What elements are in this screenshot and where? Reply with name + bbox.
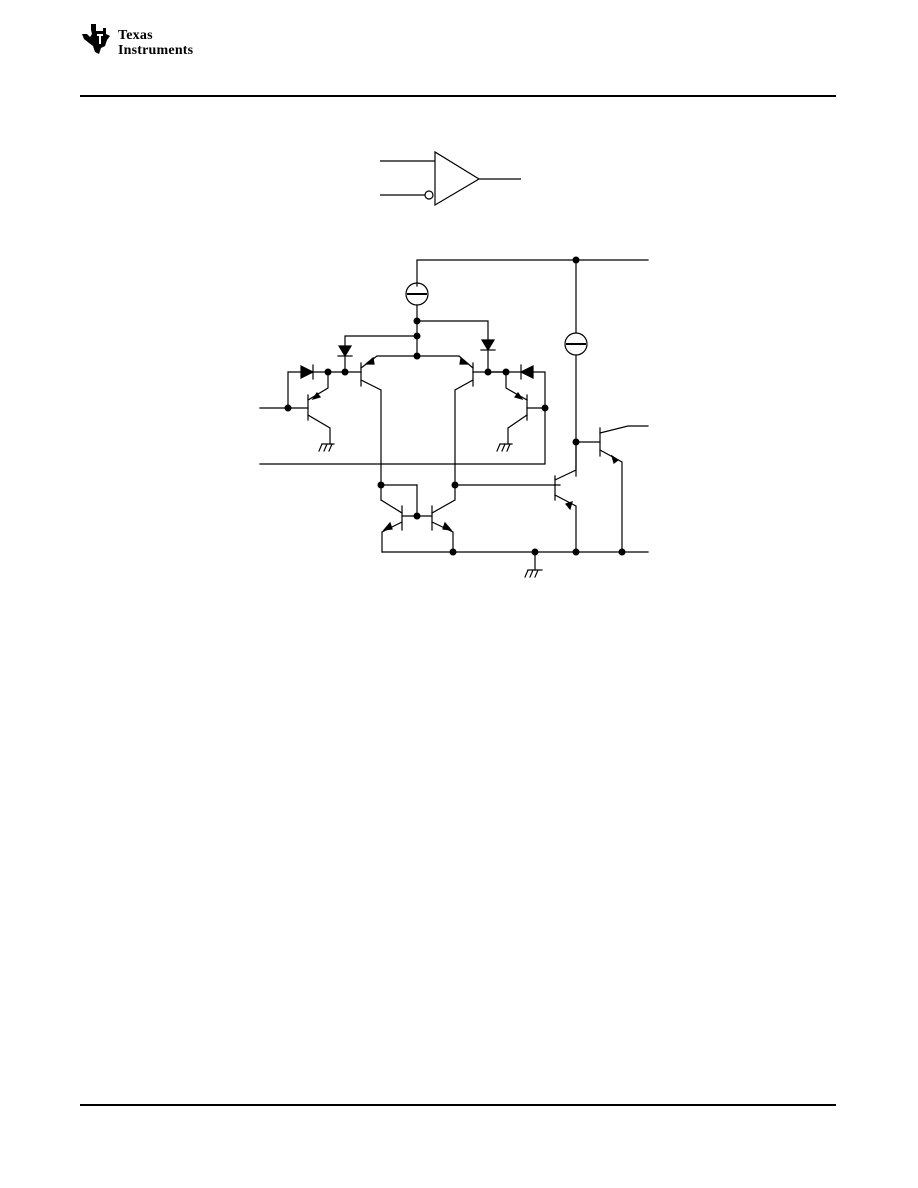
ground-rail (381, 551, 649, 578)
junction-dots (284, 256, 626, 556)
diff-pair-right-transistor (416, 355, 507, 486)
output-transistor (575, 425, 649, 553)
comparator-triangle (434, 150, 481, 207)
current-mirror (380, 484, 561, 553)
logo-wordmark: Texas Instruments (118, 28, 193, 58)
current-source-1 (405, 282, 429, 357)
comparator-symbol (380, 150, 521, 207)
footer-rule (80, 1104, 836, 1106)
diode-feed-right (416, 320, 489, 341)
diode-left-lower (287, 364, 362, 409)
logo-line-1: Texas (118, 28, 153, 43)
ti-state-logo-icon (82, 24, 110, 54)
logo-line-2: Instruments (118, 43, 194, 58)
diode-left-upper (337, 345, 353, 373)
input-transistor-left (287, 371, 335, 452)
supply-rail (416, 259, 649, 333)
input-transistor-right (496, 371, 546, 452)
header-rule (80, 95, 836, 97)
comparator-internal-schematic (259, 256, 649, 578)
inversion-bubble (424, 190, 434, 200)
diode-right-upper (480, 339, 496, 373)
diff-pair-left-transistor (360, 355, 418, 486)
diode-feed-left (344, 335, 418, 347)
gain-transistor (554, 441, 577, 553)
input-lead-right (259, 407, 546, 465)
diode-right-lower (490, 364, 546, 409)
